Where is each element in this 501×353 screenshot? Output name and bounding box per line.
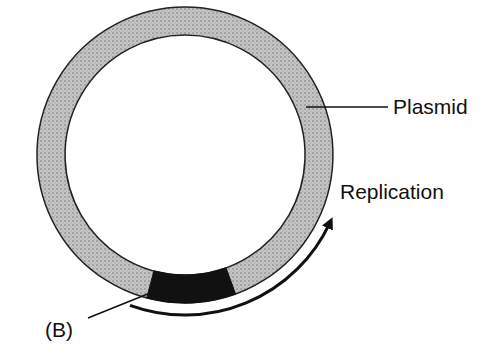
leader-line [88, 293, 150, 318]
process-label: Replication [340, 180, 444, 203]
origin-segment [147, 268, 236, 303]
replication-arrow [130, 223, 330, 316]
callout-label: (B) [45, 318, 73, 341]
plasmid-ring [37, 7, 333, 303]
part-label: Plasmid [393, 95, 468, 118]
leader-line [306, 106, 388, 108]
